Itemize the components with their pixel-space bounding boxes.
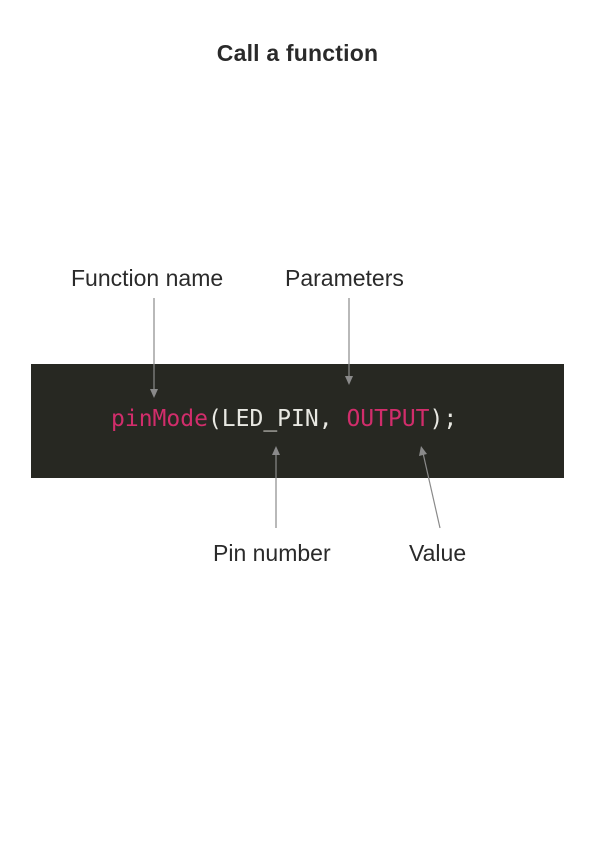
diagram-title: Call a function [216,40,379,66]
pin-number-label: Pin number [213,540,331,566]
function-token: pinMode [111,406,208,432]
value-argument-token: OUTPUT [346,406,430,432]
separator-token: , [318,406,347,432]
code-block [31,364,564,478]
open-paren-token: ( [207,406,222,432]
function-name-label: Function name [71,265,224,291]
parameters-label: Parameters [285,265,404,291]
close-token: ); [429,406,458,432]
value-label: Value [409,540,467,566]
pin-argument-token: LED_PIN [221,406,319,432]
code-line: pinMode(LED_PIN, OUTPUT); [111,406,457,432]
